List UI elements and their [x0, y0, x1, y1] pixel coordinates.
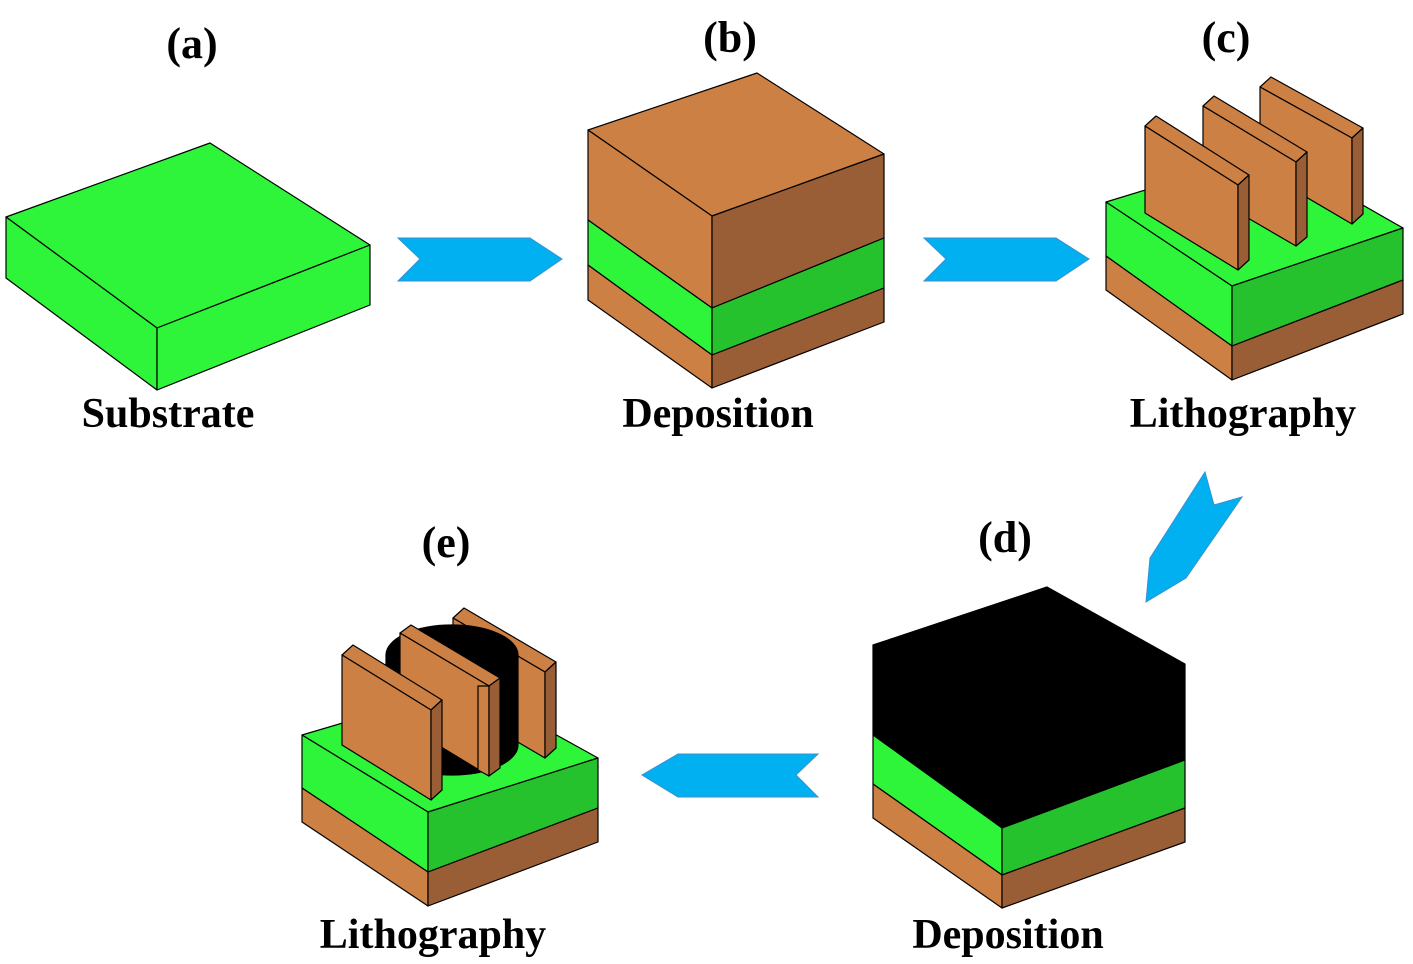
- block-c-side-brown-layer: [1231, 279, 1404, 381]
- step-a-name: Substrate: [82, 391, 255, 437]
- step-e: (e): [301, 518, 599, 958]
- substrate-block: [5, 142, 371, 391]
- arrow-d-to-e: [641, 753, 820, 798]
- step-b-tag: (b): [703, 13, 757, 62]
- substrate-side-face: [156, 244, 371, 391]
- block-e-side-brown-layer: [427, 807, 599, 907]
- step-c-tag: (c): [1202, 13, 1251, 62]
- step-e-tag: (e): [422, 518, 471, 567]
- step-c: (c): [1105, 13, 1404, 437]
- step-b: (b) Deposition: [587, 13, 885, 437]
- arrow-c-to-d: [1145, 470, 1244, 603]
- step-a-tag: (a): [166, 19, 217, 68]
- step-d-tag: (d): [978, 513, 1032, 562]
- step-e-name: Lithography: [320, 912, 546, 958]
- step-c-name: Lithography: [1130, 391, 1356, 437]
- litho-block-c: [1105, 76, 1404, 381]
- fin-e-front: [341, 644, 443, 801]
- step-d: (d) Deposition: [872, 513, 1186, 958]
- step-b-name: Deposition: [622, 391, 813, 437]
- fin-e-middle: [399, 624, 501, 777]
- fin-c-1: [1144, 115, 1250, 271]
- cube-b-side-bottom-layer: [711, 287, 885, 389]
- step-a: (a) Substrate: [5, 19, 371, 437]
- arrow-b-to-c: [922, 237, 1090, 282]
- deposition-cube-b: [587, 72, 885, 389]
- deposition-cube-d: [872, 586, 1186, 909]
- step-d-name: Deposition: [912, 912, 1103, 958]
- arrow-a-to-b: [396, 237, 563, 282]
- litho-block-e: [301, 607, 599, 907]
- cube-d-side-brown-layer: [1001, 807, 1186, 909]
